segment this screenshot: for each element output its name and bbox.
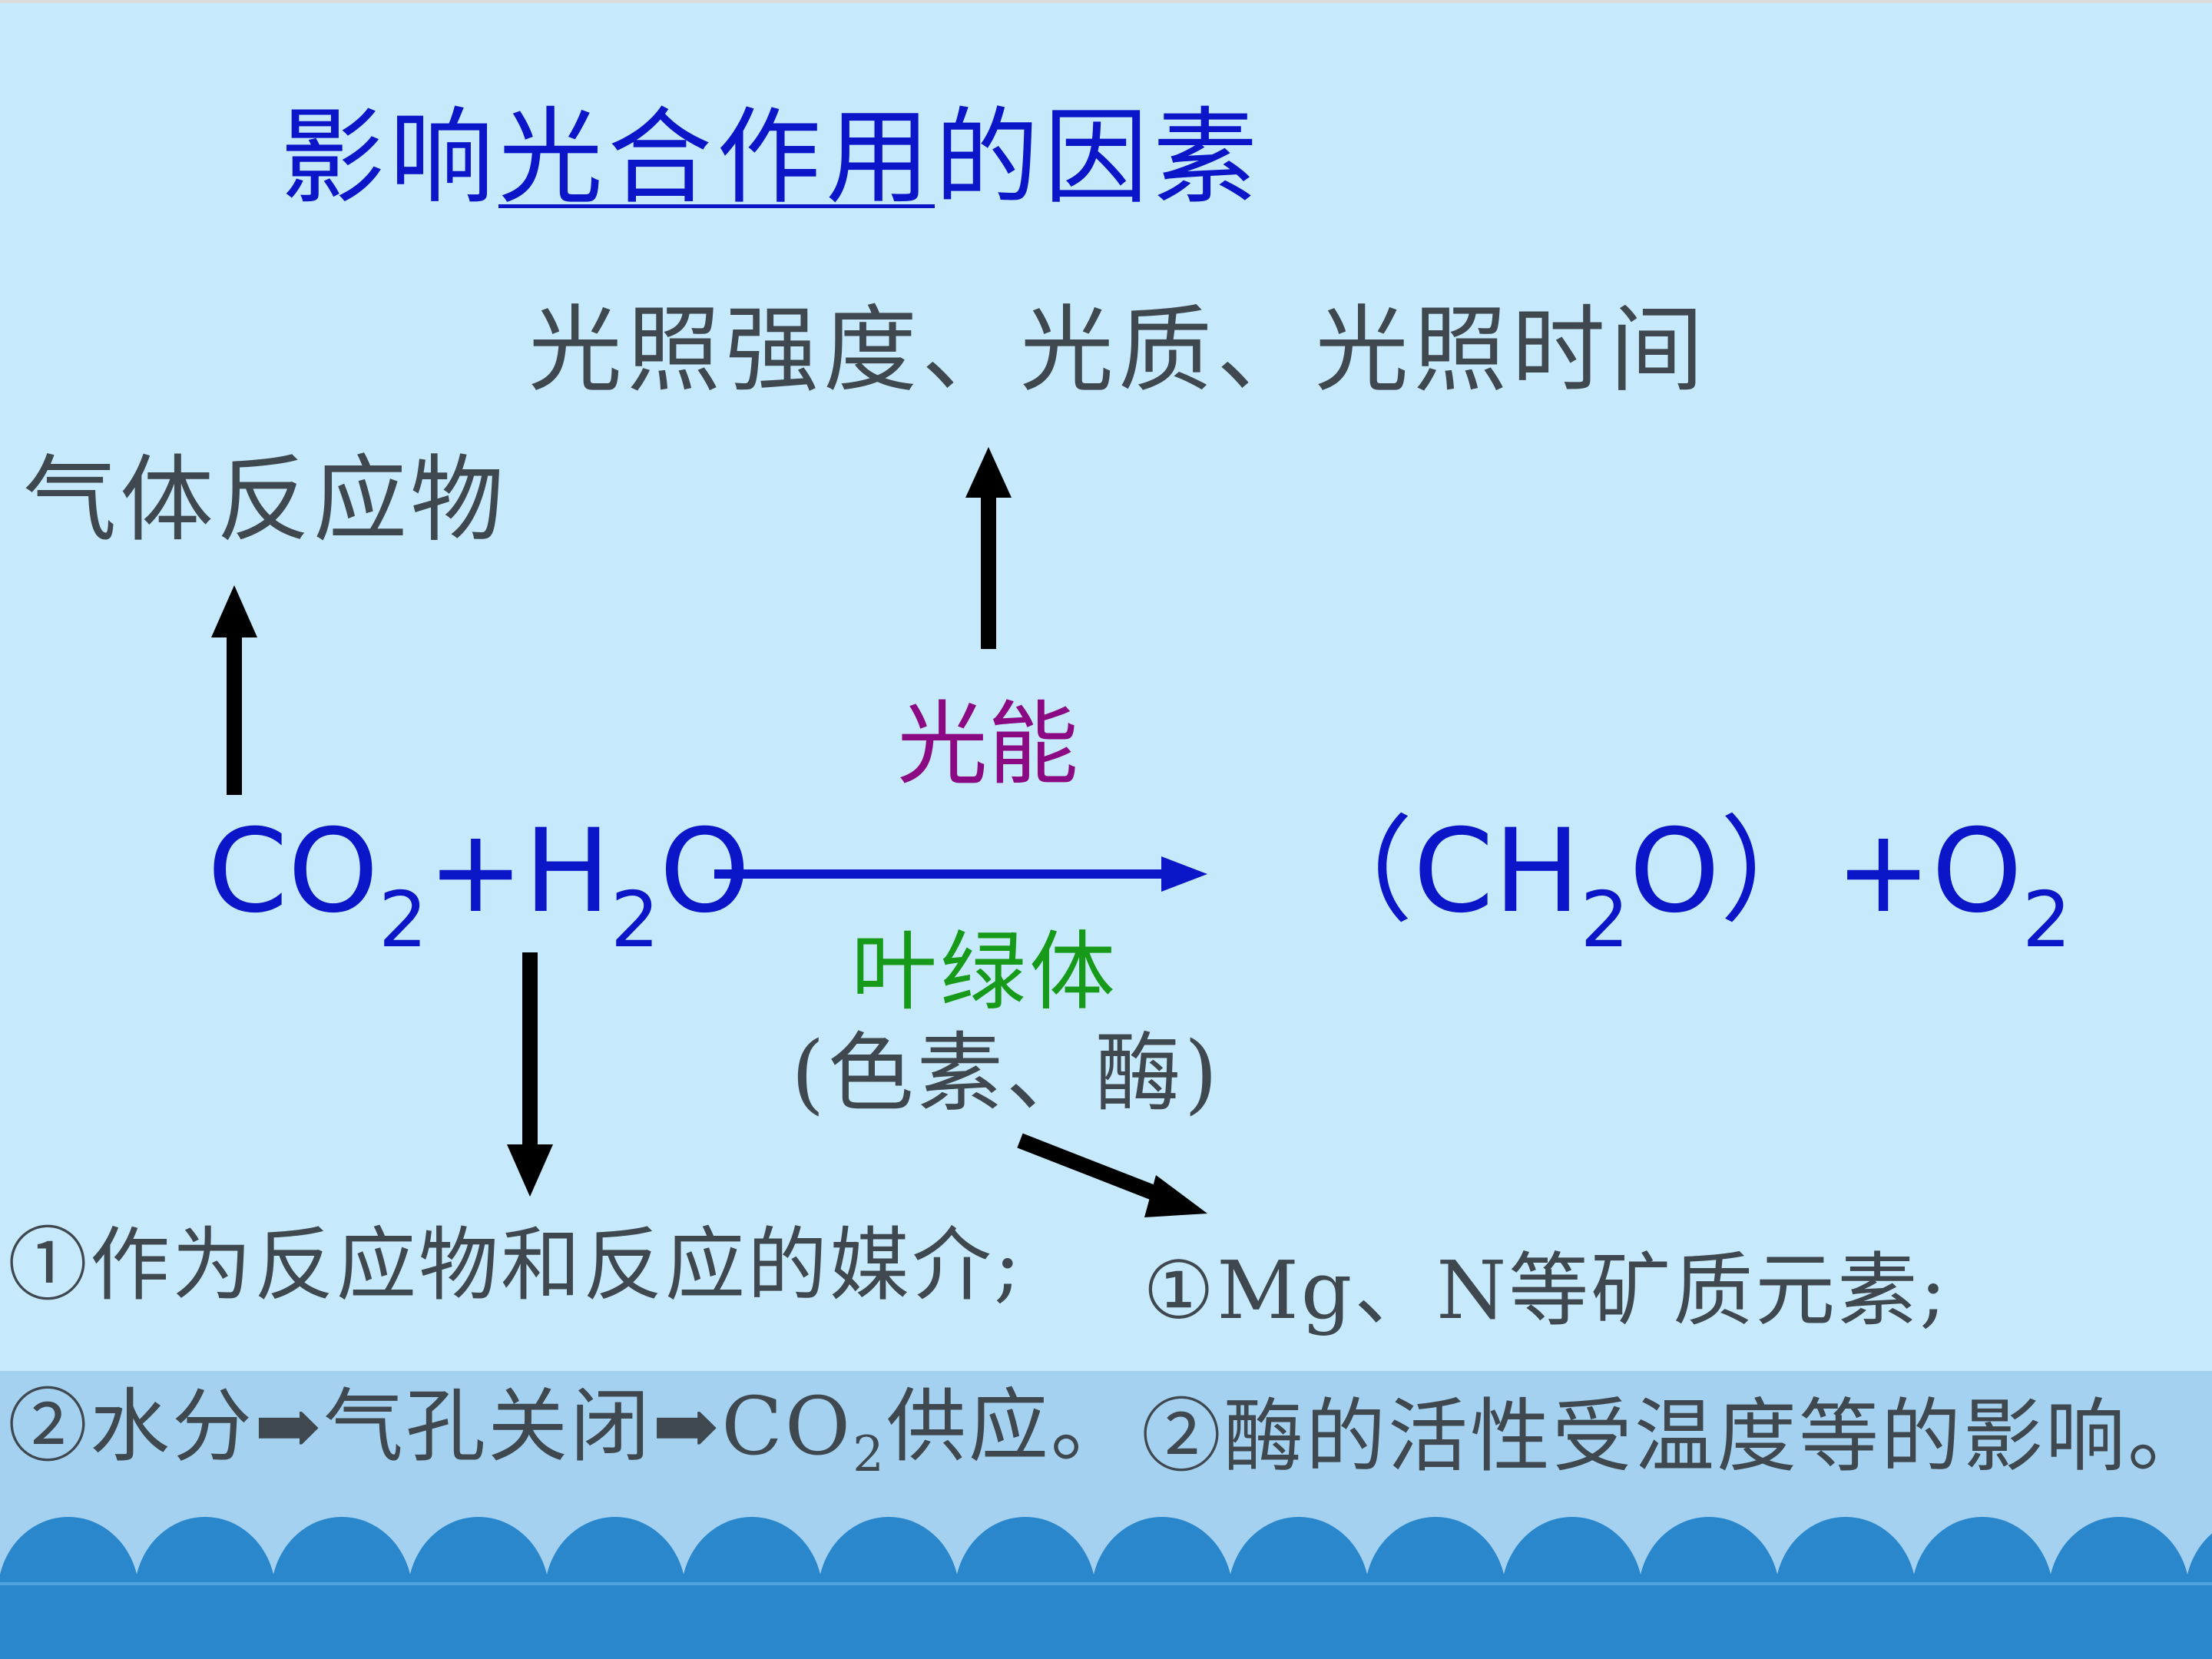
o2-subscript: 2 <box>2022 875 2071 965</box>
plus-h-text: +H <box>427 805 611 939</box>
arrow-up-to-gas-reactant <box>211 585 257 795</box>
arrow-up-to-light-factors <box>965 447 1012 649</box>
equation-products: （CH2O）+O2 <box>1298 814 2071 959</box>
o-plus-o-text: O）+O <box>1629 805 2022 939</box>
top-border <box>0 0 2212 3</box>
ch-subscript: 2 <box>1580 875 1630 965</box>
pigment-enzyme-label: (色素、酶) <box>791 1024 1221 1124</box>
equation-reactants: CO2+H2O <box>207 814 750 959</box>
ch-text: （CH <box>1298 805 1581 939</box>
page-title: 影响光合作用的因素 <box>280 106 1262 210</box>
water-point-1: ①作为反应物和反应的媒介; <box>8 1218 1024 1312</box>
mineral-point-1: ①Mg、N等矿质元素; <box>1143 1243 1949 1337</box>
title-prefix: 影响 <box>280 98 498 219</box>
h-subscript: 2 <box>610 875 660 965</box>
light-factors: 光照强度、光质、光照时间 <box>528 296 1708 405</box>
light-energy-label: 光能 <box>897 691 1079 797</box>
arrow-down-to-water-points <box>507 952 553 1197</box>
water-point-2-end: 供应。 <box>886 1379 1133 1473</box>
water-point-2-text: ②水分➡气孔关闭➡CO <box>8 1379 853 1473</box>
enzyme-point-2: ②酶的活性受温度等的影响。 <box>1141 1389 2210 1483</box>
water-point-2: ②水分➡气孔关闭➡CO2供应。 <box>8 1386 1133 1479</box>
co2-subscript: 2 <box>853 1426 886 1483</box>
reaction-arrow <box>714 856 1207 892</box>
co-text: CO <box>207 805 379 939</box>
wave-decoration <box>0 1494 2212 1659</box>
o-text: O <box>659 805 750 939</box>
title-underlined-term: 光合作用 <box>498 98 935 219</box>
chloroplast-label: 叶绿体 <box>851 922 1118 1022</box>
title-suffix: 的因素 <box>935 98 1262 219</box>
gas-reactant: 气体反应物 <box>23 445 507 555</box>
co-subscript: 2 <box>378 875 428 965</box>
arrow-diagonal-to-mineral <box>1017 1133 1207 1217</box>
